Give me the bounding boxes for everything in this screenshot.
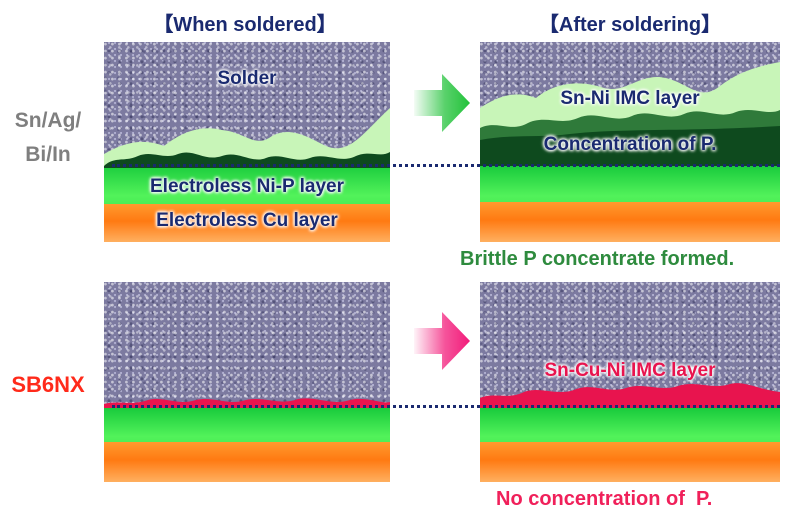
cu-layer	[480, 202, 780, 242]
row-label-sn-ag-bi-in: Sn/Ag/ Bi/In	[14, 109, 82, 166]
header-when-soldered: 【When soldered】	[153, 14, 337, 36]
row-label-sb6nx: SB6NX	[11, 372, 85, 397]
p-concentration-label: Concentration of P.	[543, 134, 717, 155]
dotted-boundary-line	[112, 405, 780, 408]
arrow-right-pink	[414, 312, 470, 370]
cu-layer	[104, 204, 390, 242]
panel-bottom-before	[104, 282, 390, 482]
solder-label: Solder	[217, 68, 277, 89]
header-after-soldering: 【After soldering】	[538, 14, 722, 36]
panel-top-after: Sn-Ni IMC layer Concentration of P.	[480, 42, 780, 242]
note-brittle-p: Brittle P concentrate formed.	[460, 248, 735, 270]
arrow-right-green	[414, 74, 470, 132]
imc-red-graphic	[480, 383, 780, 408]
ni-p-layer-label: Electroless Ni-P layer	[150, 176, 344, 197]
note-no-concentration: No concentration of P.	[496, 488, 713, 510]
panel-top-before: Solder Electroless Ni-P layer Electroles…	[104, 42, 390, 242]
cu-layer-label: Electroless Cu layer	[156, 210, 338, 231]
cu-layer	[104, 442, 390, 482]
imc-layer-graphic	[480, 62, 780, 166]
panel-bottom-after: Sn-Cu-Ni IMC layer	[480, 282, 780, 482]
dotted-boundary-line	[112, 164, 780, 167]
imc-layer-label: Sn-Ni IMC layer	[560, 88, 700, 109]
cu-layer	[480, 442, 780, 482]
sn-cu-ni-imc-label: Sn-Cu-Ni IMC layer	[544, 360, 716, 381]
